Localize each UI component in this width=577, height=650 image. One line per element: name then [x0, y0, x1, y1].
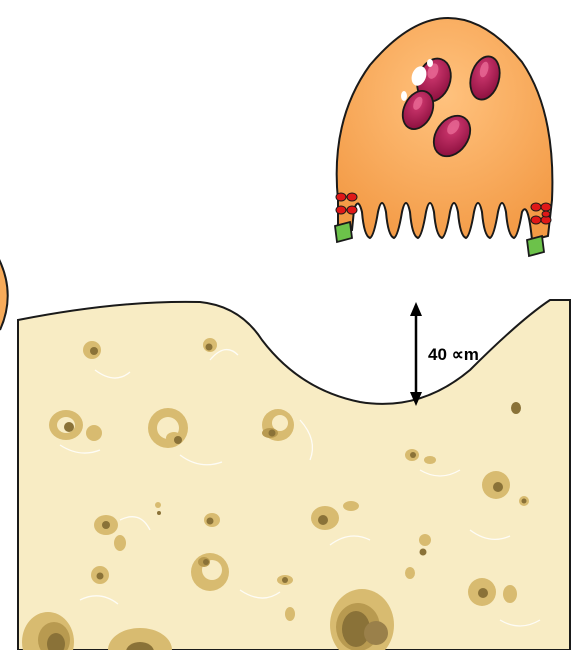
- depth-label: 40 ∝m: [428, 345, 479, 364]
- sealing-zone-left: [335, 222, 352, 242]
- sealing-zone-right: [527, 236, 544, 256]
- depth-arrow: [410, 302, 422, 406]
- osteoclast: [335, 18, 552, 256]
- bone-matrix: [18, 300, 570, 650]
- neighbor-cell-edge: [0, 250, 8, 330]
